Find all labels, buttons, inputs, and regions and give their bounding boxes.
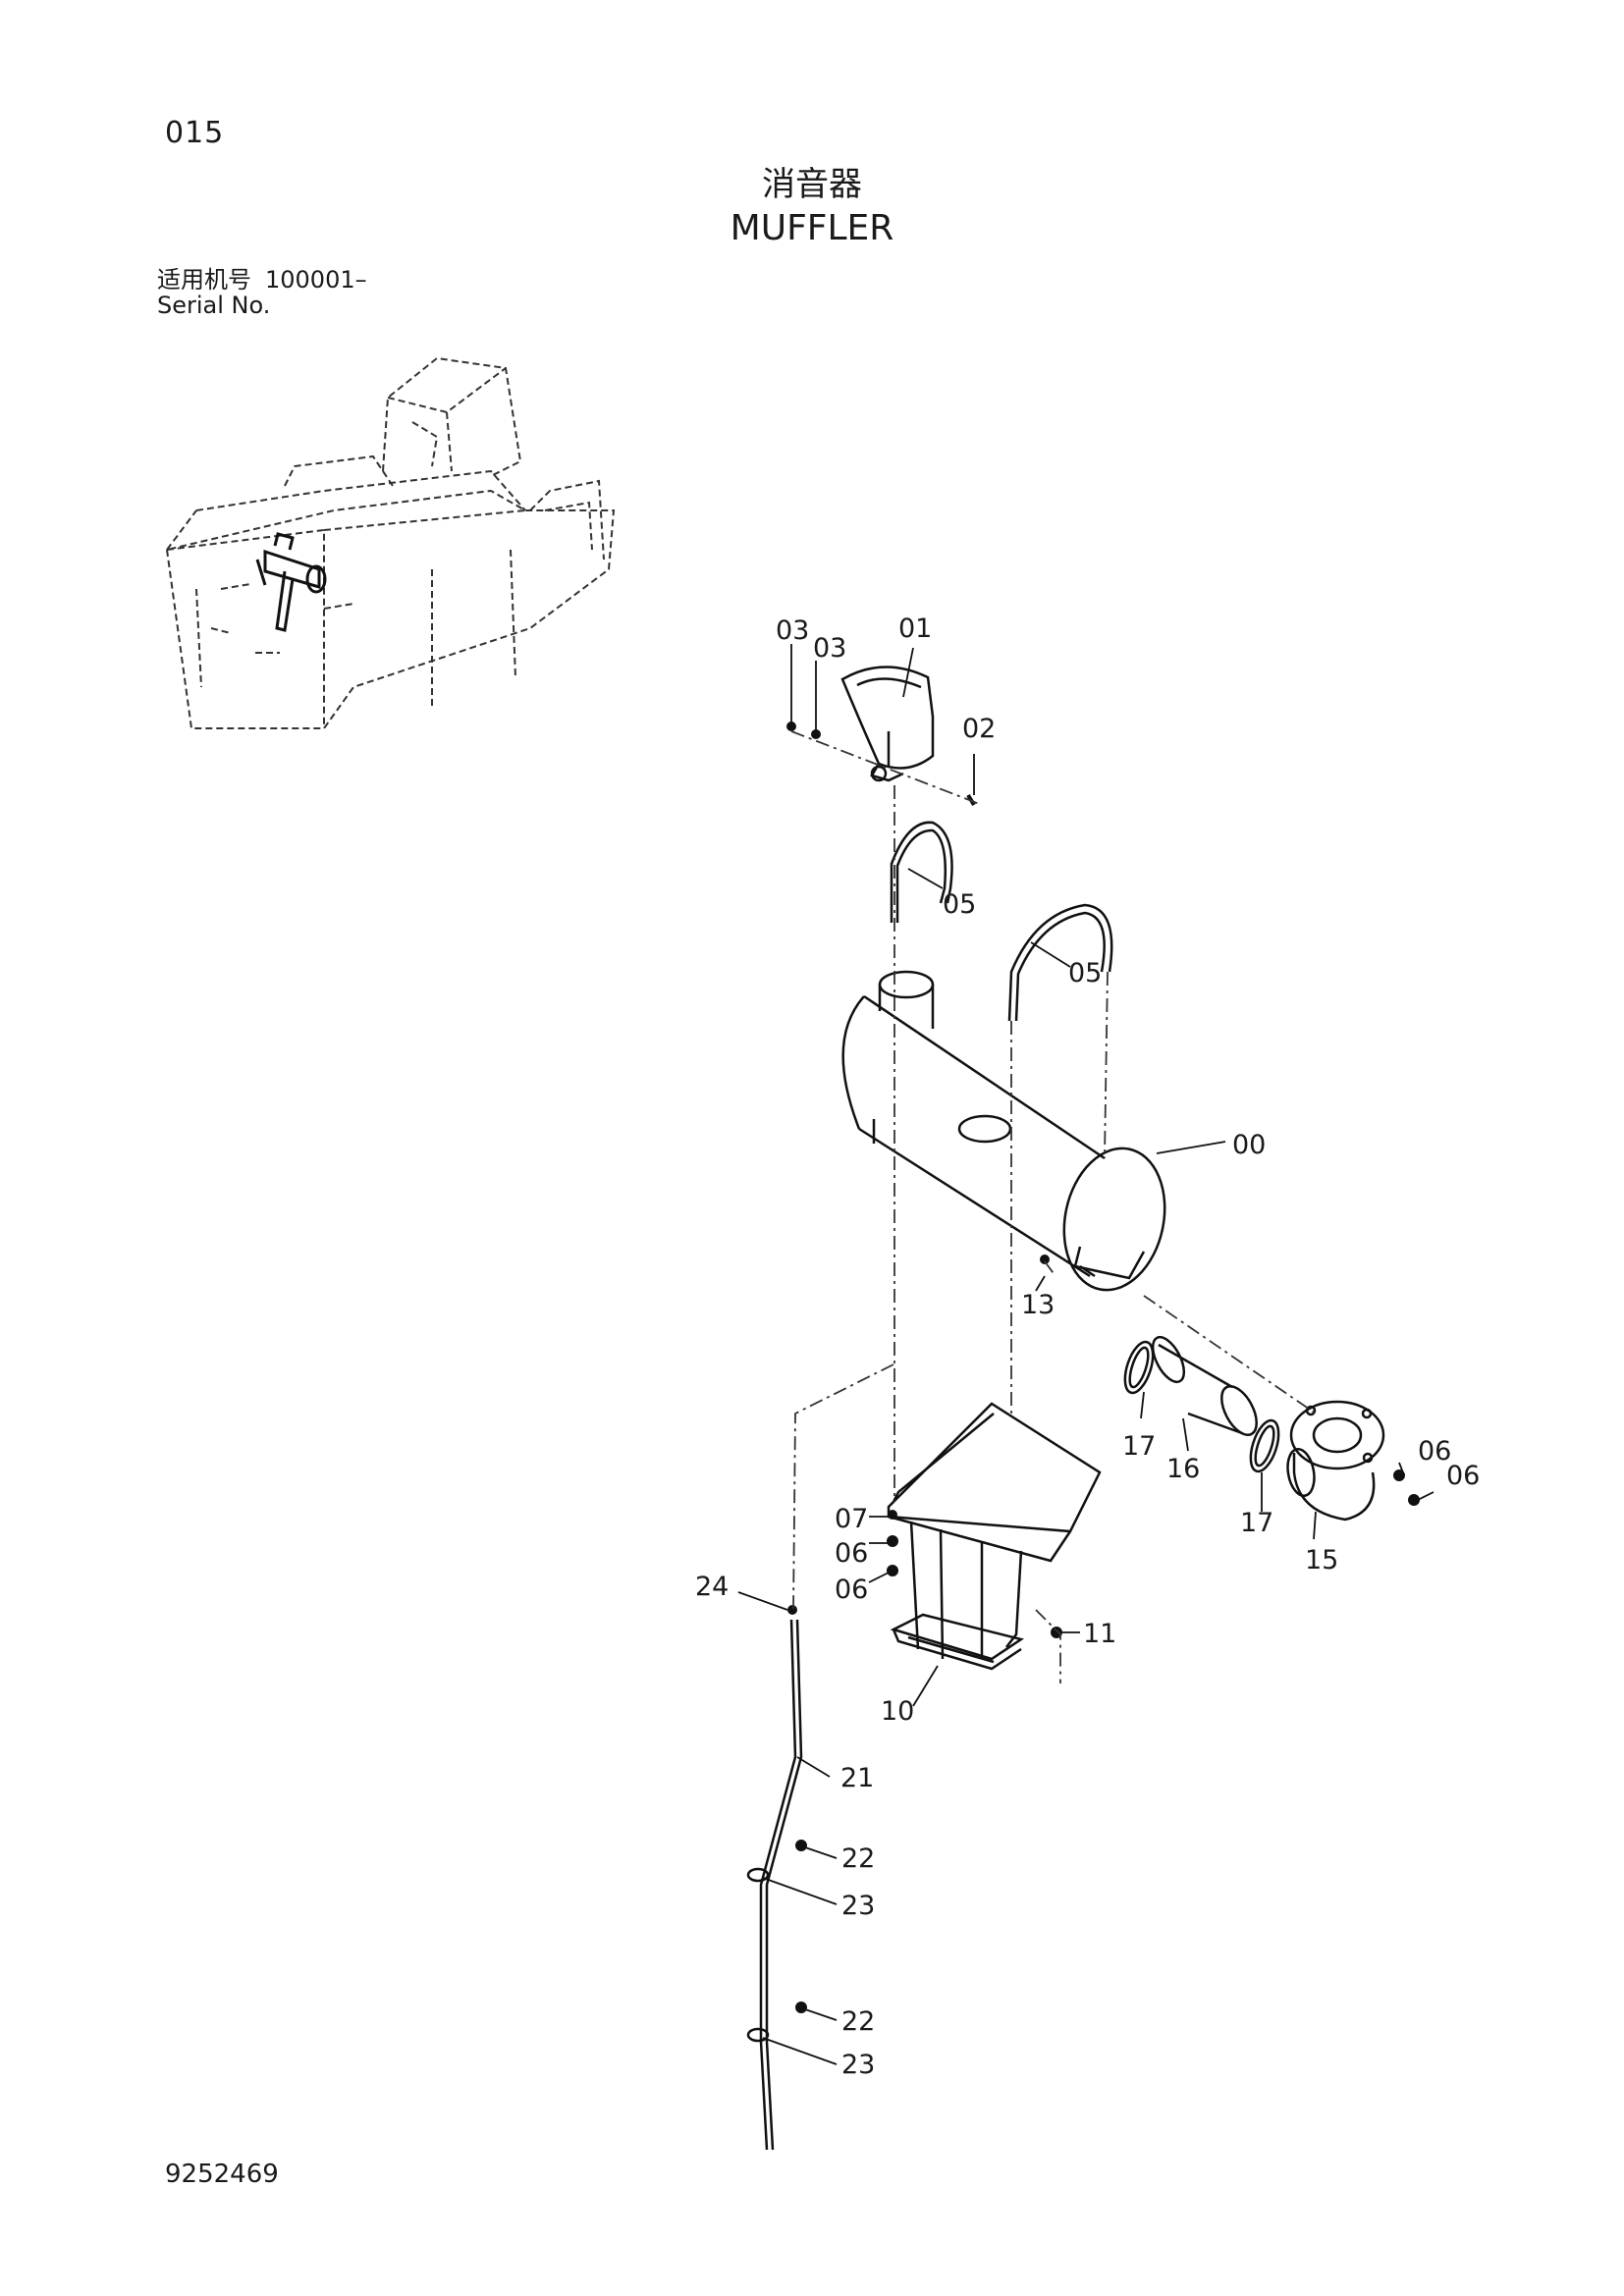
callout-11: 11 <box>1083 1619 1116 1649</box>
callout-21: 21 <box>840 1763 874 1793</box>
callout-10: 10 <box>881 1696 914 1727</box>
u-bolt-parts <box>890 821 1113 1022</box>
callout-05a: 05 <box>943 889 976 920</box>
callout-06a: 06 <box>1418 1436 1451 1467</box>
serial-row-cn: 适用机号 100001– <box>157 267 367 293</box>
callout-17b: 17 <box>1240 1508 1273 1538</box>
callout-06c: 06 <box>835 1538 868 1569</box>
callout-23b: 23 <box>841 2050 875 2080</box>
callout-00: 00 <box>1232 1130 1266 1160</box>
callout-07: 07 <box>835 1504 868 1534</box>
serial-label-cn: 适用机号 <box>157 266 251 294</box>
callout-labels: 03 03 01 02 05 05 00 13 17 16 17 06 06 1… <box>695 614 1480 2080</box>
callout-15: 15 <box>1305 1545 1338 1575</box>
ring-parts <box>1123 1340 1280 1473</box>
serial-number-block: 适用机号 100001– Serial No. <box>157 267 367 318</box>
callout-13: 13 <box>1021 1290 1055 1320</box>
callout-02: 02 <box>962 714 996 744</box>
drawing-number: 9252469 <box>165 2160 279 2189</box>
tail-pipe-part <box>840 666 935 782</box>
callout-16: 16 <box>1166 1454 1200 1484</box>
callout-05b: 05 <box>1068 958 1102 988</box>
drain-tube-part <box>746 1619 803 2151</box>
callout-24: 24 <box>695 1572 729 1602</box>
serial-value: 100001– <box>265 266 367 294</box>
leader-lines <box>737 644 1435 2065</box>
bracket-part <box>887 1402 1102 1671</box>
page-number: 015 <box>165 116 225 150</box>
elbow-part <box>1286 1400 1385 1522</box>
callout-06d: 06 <box>835 1575 868 1605</box>
callout-17a: 17 <box>1122 1431 1156 1462</box>
callout-03a: 03 <box>776 615 809 646</box>
title-chinese: 消音器 <box>762 165 862 204</box>
connecting-pipe-part <box>1151 1335 1258 1436</box>
callout-22a: 22 <box>841 1843 875 1874</box>
callout-22b: 22 <box>841 2006 875 2037</box>
callout-03b: 03 <box>813 633 846 664</box>
muffler-location-highlight <box>255 532 327 632</box>
callout-01: 01 <box>898 614 932 644</box>
callout-06b: 06 <box>1446 1461 1480 1491</box>
callout-23a: 23 <box>841 1891 875 1921</box>
machine-overview-illustration <box>165 356 616 729</box>
serial-label-en: Serial No. <box>157 292 271 319</box>
title-english: MUFFLER <box>730 208 894 248</box>
muffler-body-part <box>841 970 1166 1292</box>
assembly-centerlines <box>790 730 1317 1683</box>
